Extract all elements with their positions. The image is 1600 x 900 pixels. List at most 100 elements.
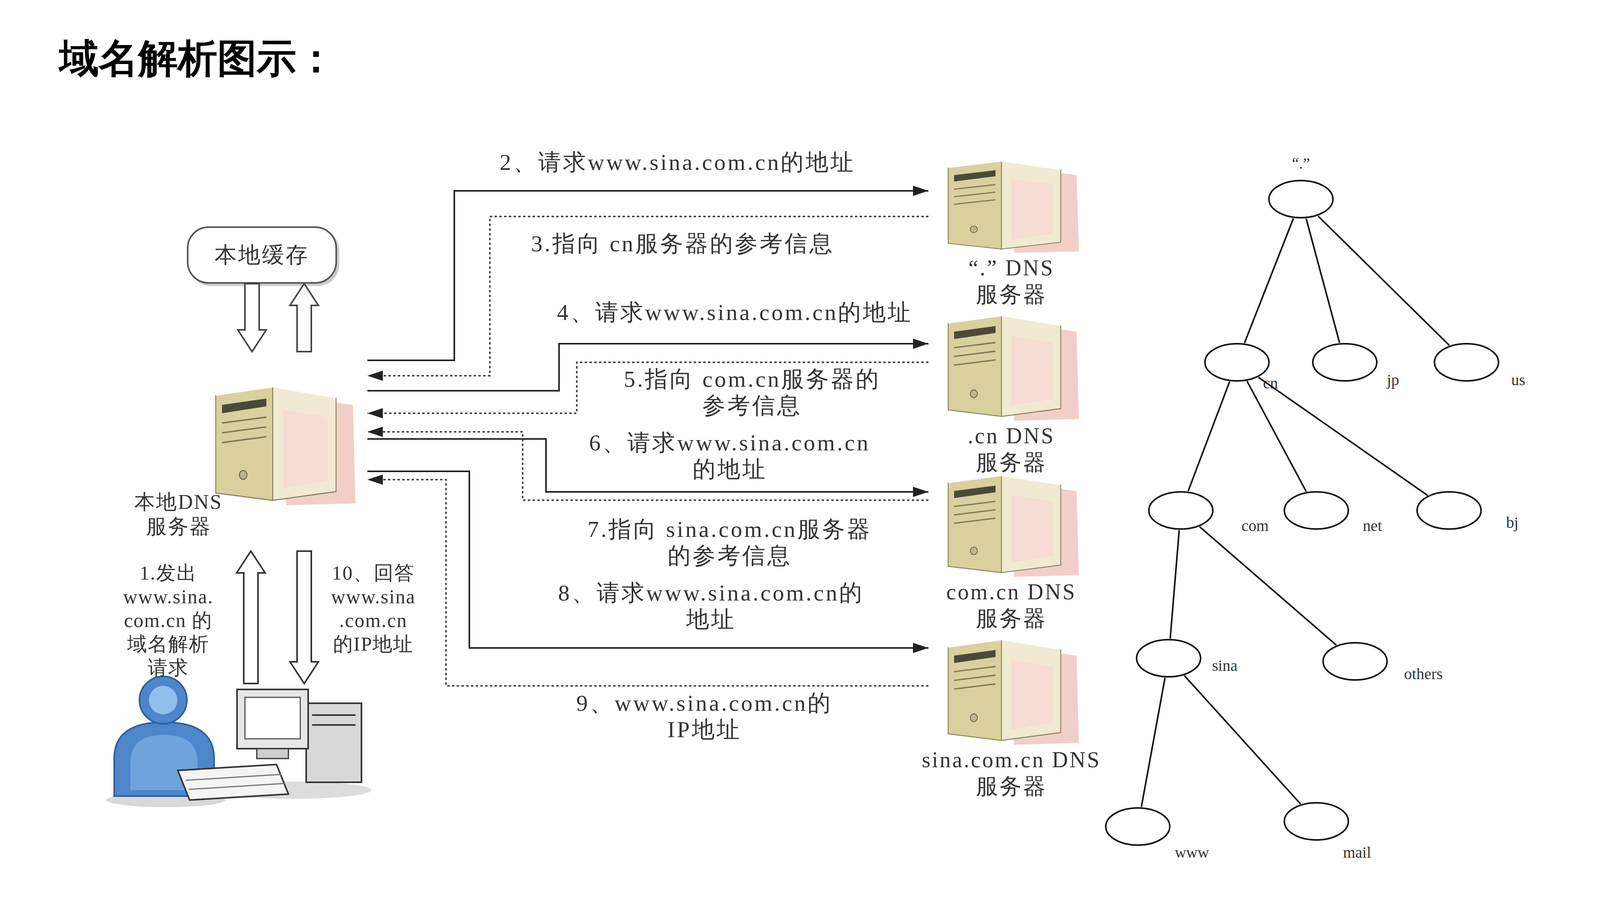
server-line xyxy=(222,427,267,433)
server-button xyxy=(970,225,978,233)
server-side xyxy=(1001,639,1061,741)
tree-circle: www xyxy=(1104,806,1171,847)
node-text: bj xyxy=(1505,513,1519,532)
server-icon xyxy=(942,158,1081,253)
tree-circle: cn xyxy=(1203,342,1271,383)
node-text: 本地DNS 服务器 xyxy=(117,489,240,540)
tree-branch xyxy=(1306,218,1340,343)
edge-label: 6、请求www.sina.com.cn 的地址 xyxy=(571,429,888,483)
server-front xyxy=(948,161,1002,250)
tree-circle: sina xyxy=(1135,638,1202,678)
tree-branch xyxy=(1258,377,1428,496)
server-side xyxy=(1001,161,1061,250)
edge-label: 2、请求www.sina.com.cn的地址 xyxy=(499,149,856,176)
server-side-panel xyxy=(1011,660,1053,730)
monitor-screen xyxy=(244,697,301,739)
tree-circle: bj xyxy=(1415,490,1483,531)
node-text: .cn DNS 服务器 xyxy=(948,422,1075,476)
server-front xyxy=(215,386,273,501)
tree-circle: mail xyxy=(1283,801,1350,842)
user-head-highlight xyxy=(148,685,178,715)
query-arrow xyxy=(367,471,929,648)
tree-ellipse xyxy=(1284,491,1349,529)
tree-ellipse xyxy=(1136,639,1201,677)
circle-outline xyxy=(1135,638,1202,678)
edge-label: 7.指向 sina.com.cn服务器 的参考信息 xyxy=(561,516,898,569)
hollow-arrow xyxy=(289,551,319,684)
server-front xyxy=(948,475,1002,573)
circle-outline xyxy=(1147,490,1215,531)
server-side-panel xyxy=(283,409,328,488)
tree-branch xyxy=(1184,675,1301,804)
server-line xyxy=(954,675,996,681)
circle-outline xyxy=(1321,641,1389,682)
node-text: www xyxy=(1174,843,1210,862)
circle-outline xyxy=(1203,342,1271,383)
tree-ellipse xyxy=(1105,807,1170,846)
server-button xyxy=(239,470,247,480)
node-text: us xyxy=(1511,370,1526,390)
server-slot xyxy=(222,398,267,414)
server-front xyxy=(948,315,1002,417)
server-line xyxy=(954,509,996,515)
dns-server: .cn DNS 服务器 xyxy=(928,312,1095,471)
server-front xyxy=(948,639,1002,741)
server-slot xyxy=(954,325,996,339)
server-edge xyxy=(948,315,1061,326)
cache-box: 本地缓存 xyxy=(186,226,337,284)
step-label: 10、回答 www.sina .com.cn 的IP地址 xyxy=(316,560,431,656)
dns-server: sina.com.cn DNS 服务器 xyxy=(928,636,1095,799)
server-edge xyxy=(948,161,1061,170)
server-line xyxy=(954,184,996,190)
tree-ellipse xyxy=(1417,491,1482,529)
server-icon xyxy=(209,382,358,506)
monitor-stand xyxy=(256,748,289,759)
tree-branch xyxy=(1244,218,1294,344)
server-slot xyxy=(954,649,996,663)
node-text: “.” DNS 服务器 xyxy=(948,254,1075,308)
server-edge xyxy=(948,639,1061,650)
circle-outline xyxy=(1415,490,1483,531)
hollow-arrow xyxy=(237,283,267,352)
tree-branch xyxy=(1141,677,1166,808)
computer-tower xyxy=(306,703,362,783)
edge-label: 3.指向 cn服务器的参考信息 xyxy=(530,230,835,258)
circle-outline xyxy=(1283,801,1350,842)
edge-label: 9、www.sina.com.cn的 IP地址 xyxy=(562,690,847,743)
server-line xyxy=(954,342,996,348)
server-side xyxy=(1001,315,1061,417)
query-arrow xyxy=(367,190,929,361)
tree-ellipse xyxy=(1323,642,1388,680)
tree-ellipse xyxy=(1312,343,1377,381)
edge-label: 5.指向 com.cn服务器的 参考信息 xyxy=(602,366,903,419)
dns-server: com.cn DNS 服务器 xyxy=(928,472,1095,631)
server-side xyxy=(272,386,336,501)
server-side-panel xyxy=(1011,495,1053,563)
hollow-arrow xyxy=(289,283,319,352)
node-text: jp xyxy=(1386,370,1399,390)
dns-server: 本地DNS 服务器 xyxy=(110,351,368,542)
server-line xyxy=(954,351,996,357)
node-text: mail xyxy=(1342,843,1371,862)
server-line xyxy=(954,683,996,689)
server-side xyxy=(1001,475,1061,573)
tree-ellipse xyxy=(1284,802,1349,840)
node-text: com.cn DNS 服务器 xyxy=(940,578,1083,632)
node-text: com xyxy=(1241,516,1269,535)
edge-label: 8、请求www.sina.com.cn的 地址 xyxy=(545,579,878,633)
tree-circle: us xyxy=(1433,342,1500,383)
tower-slot xyxy=(312,714,356,716)
server-line xyxy=(222,436,267,443)
tree-ellipse xyxy=(1148,491,1213,529)
node-text: “.” xyxy=(1291,154,1311,173)
tree-circle: com xyxy=(1147,490,1215,531)
diagram-title: 域名解析图示： xyxy=(59,34,336,83)
edge-label: 4、请求www.sina.com.cn的地址 xyxy=(557,299,913,326)
keyboard xyxy=(177,764,289,800)
server-slot xyxy=(954,485,996,499)
user-head xyxy=(139,676,187,724)
server-line xyxy=(954,666,996,672)
circle-outline xyxy=(1311,342,1378,383)
reply-arrow xyxy=(367,216,929,376)
